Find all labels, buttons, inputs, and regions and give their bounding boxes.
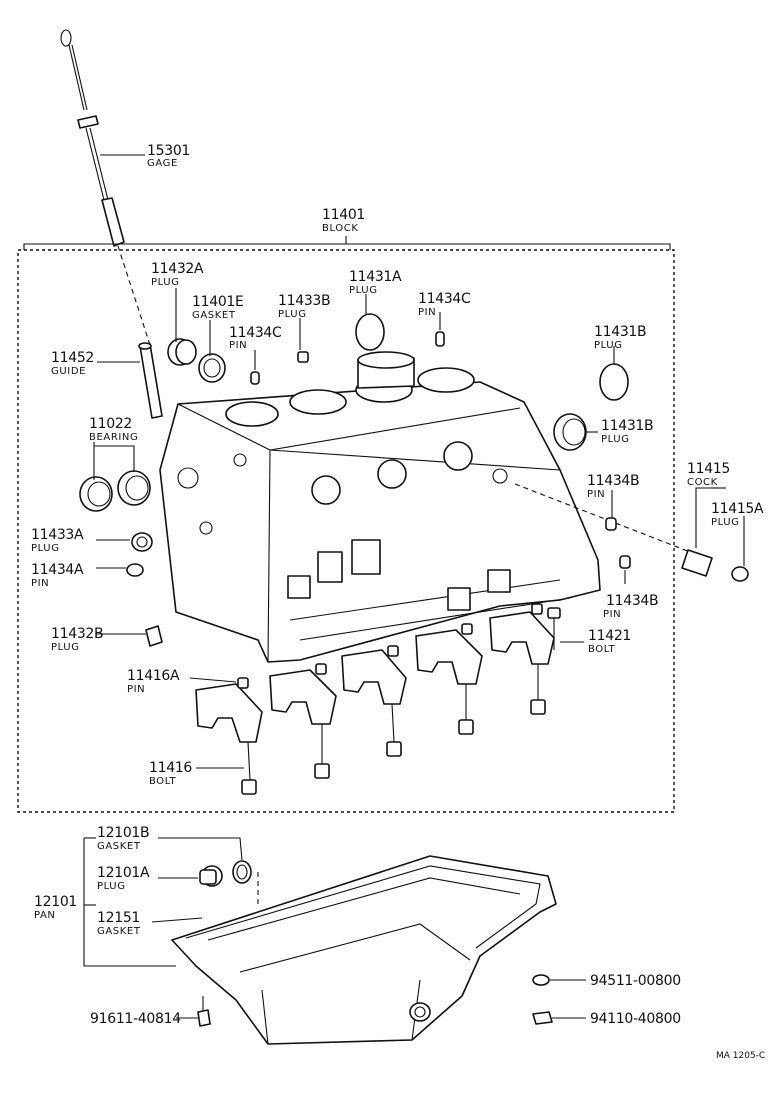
callout-number: 11416 xyxy=(149,760,192,776)
callout-number: 11434C xyxy=(229,325,282,341)
callout-11401: 11401 BLOCK xyxy=(322,207,365,234)
callout-12101B: 12101B GASKET xyxy=(97,825,150,852)
callout-number: 11433A xyxy=(31,527,84,543)
callout-12101: 12101 PAN xyxy=(34,894,77,921)
callout-name: PLUG xyxy=(711,517,740,528)
callout-11452: 11452 GUIDE xyxy=(51,350,94,377)
callout-94110-40800: 94110-40800 xyxy=(590,1011,681,1027)
callout-number: 12101B xyxy=(97,825,149,841)
callout-name: GASKET xyxy=(97,841,141,852)
callout-number: 12151 xyxy=(97,910,140,926)
callout-number: 12101 xyxy=(34,894,77,910)
callout-12151: 12151 GASKET xyxy=(97,910,141,937)
callout-name: PLUG xyxy=(97,881,126,892)
callout-name: PLUG xyxy=(594,340,623,351)
bearings-drawing xyxy=(79,470,151,512)
callout-name: GAGE xyxy=(147,158,178,169)
callout-number: 11022 xyxy=(89,416,132,432)
callout-11416: 11416 BOLT xyxy=(149,760,193,787)
callout-11432A: 11432A PLUG xyxy=(151,261,204,288)
callout-name: PLUG xyxy=(31,543,60,554)
callout-name: BEARING xyxy=(89,432,138,443)
callout-number: 11431A xyxy=(349,269,402,285)
callout-name: PIN xyxy=(587,489,605,500)
callout-11434C-right: 11434C PIN xyxy=(418,291,471,318)
callout-11022: 11022 BEARING xyxy=(89,416,138,443)
callout-name: PIN xyxy=(229,340,247,351)
callout-11434C-left: 11434C PIN xyxy=(229,325,282,351)
callout-name: GASKET xyxy=(97,926,141,937)
callout-number: 11416A xyxy=(127,668,180,684)
leader-lines xyxy=(23,154,745,1019)
callout-number: 11433B xyxy=(278,293,330,309)
diagram-reference-code: MA 1205-C xyxy=(716,1051,765,1061)
callout-11433B: 11433B PLUG xyxy=(278,293,331,320)
callout-name: BLOCK xyxy=(322,223,359,234)
callout-name: PLUG xyxy=(349,285,378,296)
callout-name: PLUG xyxy=(151,277,180,288)
callout-number: 11415 xyxy=(687,461,730,477)
callout-number: 11452 xyxy=(51,350,94,366)
callout-94511-00800: 94511-00800 xyxy=(590,973,681,989)
callout-11421: 11421 BOLT xyxy=(588,628,631,655)
callout-11434A: 11434A PIN xyxy=(31,562,84,589)
callout-number: 11434B xyxy=(587,473,639,489)
callout-number: 11432B xyxy=(51,626,103,642)
guide-tube-drawing xyxy=(138,342,163,419)
callout-12101A: 12101A PLUG xyxy=(97,865,150,892)
callout-11434B-bottom: 11434B PIN xyxy=(603,593,659,620)
callout-number: 11431B xyxy=(601,418,653,434)
callout-number: 11421 xyxy=(588,628,631,644)
callout-name: GUIDE xyxy=(51,366,86,377)
callout-15301: 15301 GAGE xyxy=(147,143,190,169)
callout-name: PIN xyxy=(603,609,621,620)
callout-91611-40814: 91611-40814 xyxy=(90,1011,182,1027)
callout-number: 11434C xyxy=(418,291,471,307)
callout-number: 12101A xyxy=(97,865,150,881)
callout-11415A: 11415A PLUG xyxy=(711,501,764,528)
callout-number: 11432A xyxy=(151,261,204,277)
callout-name: PIN xyxy=(127,684,145,695)
gage-dipstick-drawing xyxy=(60,29,151,346)
callout-number: 11434A xyxy=(31,562,84,578)
callout-number: 11415A xyxy=(711,501,764,517)
callout-name: PIN xyxy=(31,578,49,589)
main-bearing-caps-drawing xyxy=(195,603,561,795)
callout-name: PLUG xyxy=(601,434,630,445)
callout-number: 94110-40800 xyxy=(590,1011,681,1027)
callout-number: 15301 xyxy=(147,143,190,159)
callout-number: 91611-40814 xyxy=(90,1011,181,1027)
callout-name: PAN xyxy=(34,910,56,921)
callout-name: PLUG xyxy=(51,642,80,653)
block-assembly-frame xyxy=(17,249,675,813)
callout-number: 11401 xyxy=(322,207,365,223)
callout-number: 11401E xyxy=(192,294,244,310)
drain-cock-drawing xyxy=(514,483,749,582)
callout-name: COCK xyxy=(687,477,718,488)
upper-plugs-drawing xyxy=(167,313,629,451)
callout-number: 94511-00800 xyxy=(590,973,681,989)
callout-name: GASKET xyxy=(192,310,236,321)
callout-11432B: 11432B PLUG xyxy=(51,626,104,653)
callout-11433A: 11433A PLUG xyxy=(31,527,84,554)
callout-11431A: 11431A PLUG xyxy=(349,269,402,296)
callout-number: 11431B xyxy=(594,324,646,340)
left-plugs-drawing xyxy=(126,532,163,647)
callout-11431B-top: 11431B PLUG xyxy=(594,324,647,351)
callout-name: PIN xyxy=(418,307,436,318)
callout-name: BOLT xyxy=(149,776,177,787)
callout-name: PLUG xyxy=(278,309,307,320)
callout-11416A: 11416A PIN xyxy=(127,668,180,695)
callout-11434B-top: 11434B PIN xyxy=(587,473,640,500)
oil-pan-drawing xyxy=(171,855,557,1045)
callout-11431B-bottom: 11431B PLUG xyxy=(601,418,654,445)
engine-block-drawing xyxy=(159,351,601,663)
callout-11401E: 11401E GASKET xyxy=(192,294,244,321)
callout-11415: 11415 COCK xyxy=(687,461,730,488)
callout-name: BOLT xyxy=(588,644,616,655)
callout-number: 11434B xyxy=(606,593,658,609)
